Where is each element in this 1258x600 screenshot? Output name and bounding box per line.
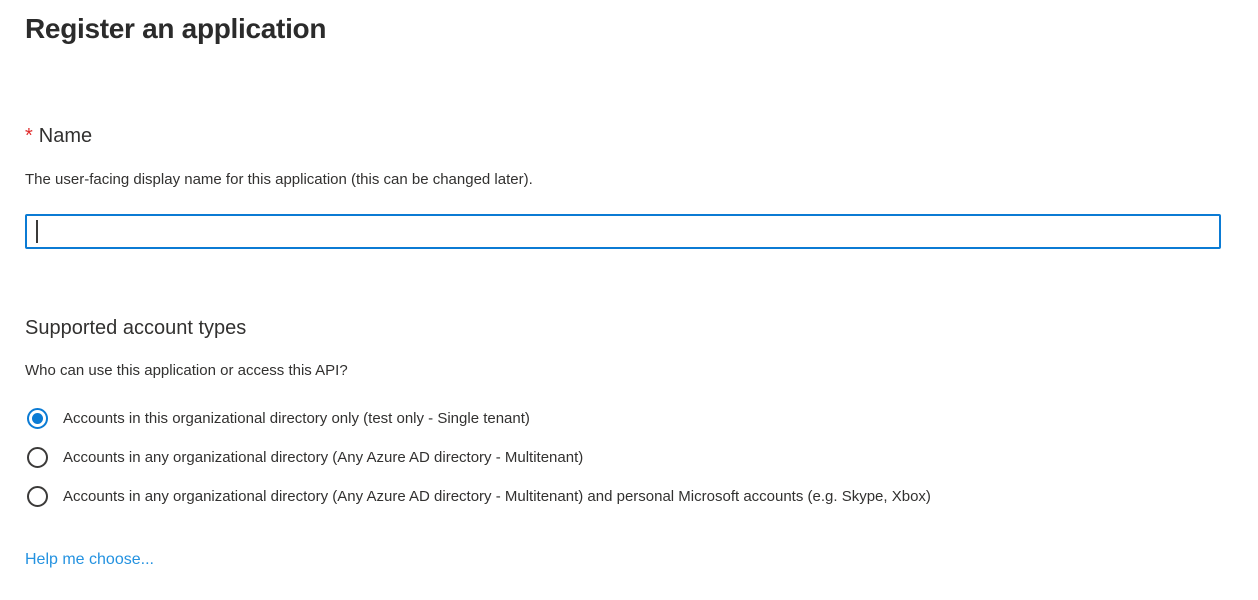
- radio-option-label: Accounts in any organizational directory…: [63, 448, 584, 466]
- radio-option-multitenant[interactable]: Accounts in any organizational directory…: [25, 447, 1233, 468]
- name-label-text: Name: [38, 125, 93, 147]
- radio-option-label: Accounts in any organizational directory…: [63, 487, 931, 505]
- name-field-label: *Name: [25, 124, 1233, 148]
- radio-button-icon[interactable]: [27, 447, 48, 468]
- radio-button-icon[interactable]: [27, 408, 48, 429]
- radio-option-single-tenant[interactable]: Accounts in this organizational director…: [25, 408, 1233, 429]
- help-me-choose-link[interactable]: Help me choose...: [25, 551, 154, 568]
- supported-account-types-heading: Supported account types: [25, 317, 247, 339]
- account-types-radio-group: Accounts in this organizational director…: [25, 408, 1233, 507]
- name-field-description: The user-facing display name for this ap…: [25, 171, 533, 188]
- text-caret: [36, 220, 38, 243]
- account-types-question: Who can use this application or access t…: [25, 362, 348, 379]
- required-asterisk: *: [25, 125, 33, 147]
- name-input[interactable]: [25, 214, 1221, 249]
- radio-option-label: Accounts in this organizational director…: [63, 409, 530, 427]
- radio-button-icon[interactable]: [27, 486, 48, 507]
- page-title: Register an application: [25, 13, 327, 44]
- radio-option-multitenant-personal[interactable]: Accounts in any organizational directory…: [25, 486, 1233, 507]
- name-input-wrap: [25, 214, 1221, 249]
